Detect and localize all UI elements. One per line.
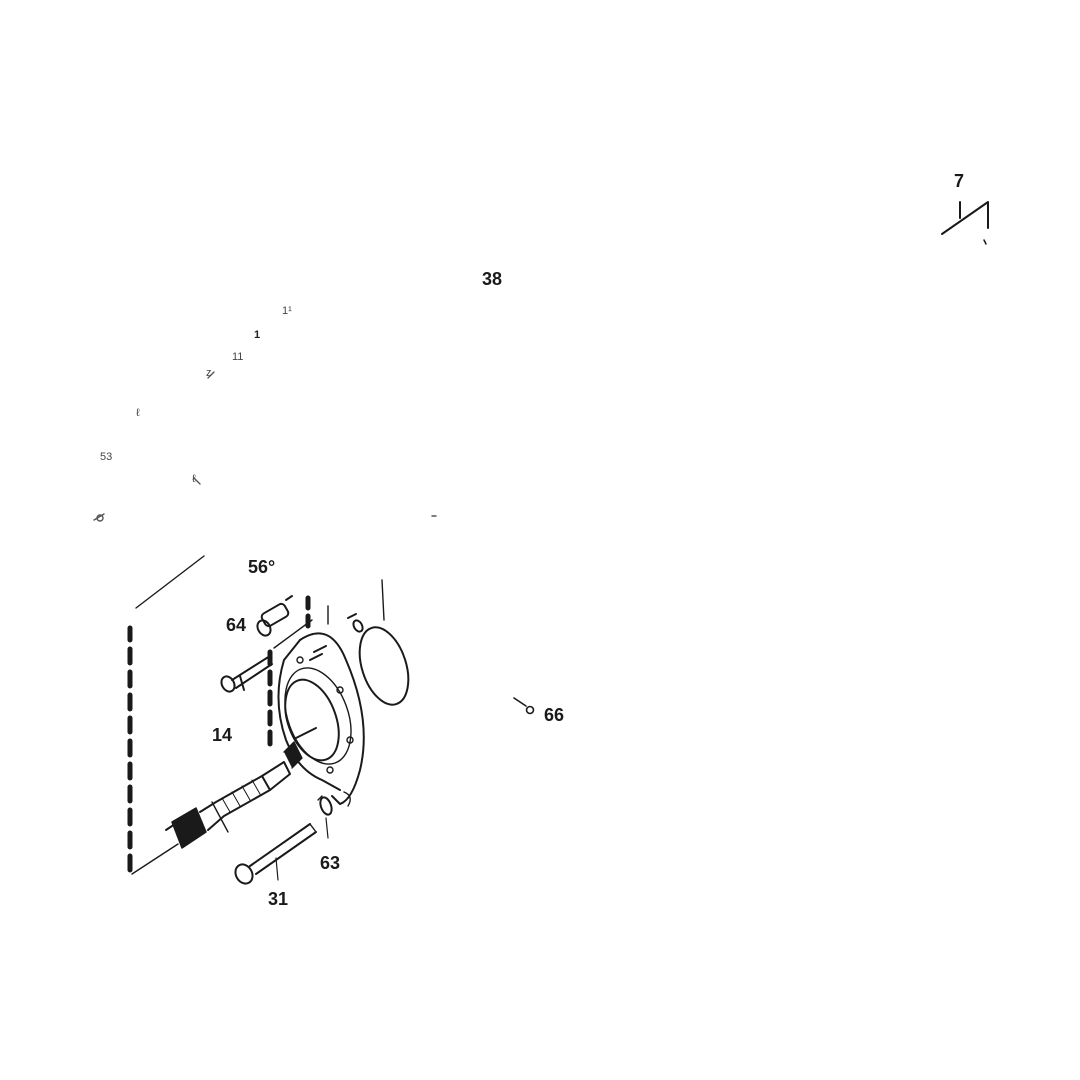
- part-66-fitting: [513, 697, 535, 715]
- callout-14: 14: [212, 725, 233, 745]
- cover-housing: [277, 579, 385, 807]
- assembly-frame-left: [127, 555, 205, 875]
- faint-marks: [93, 371, 437, 522]
- o-ring: [358, 626, 410, 706]
- part-64-screw: [220, 655, 273, 693]
- faint-callout-6: 53: [100, 451, 113, 463]
- callout-56: 56°: [248, 557, 276, 577]
- part-56-sleeve: [256, 595, 293, 637]
- callout-7: 7: [954, 171, 965, 191]
- faint-callout-2: 1: [254, 329, 261, 341]
- faint-callout-3: 11: [232, 351, 244, 363]
- callout-31: 31: [268, 889, 289, 909]
- part-31-bolt: [234, 823, 317, 885]
- assembly-frame-inner: [267, 595, 313, 747]
- part-14-shaft: [165, 727, 317, 849]
- callout-63: 63: [320, 853, 341, 873]
- part-7-bracket: [941, 201, 989, 245]
- faint-callout-5: ℓ: [136, 407, 140, 419]
- callout-64: 64: [226, 615, 247, 635]
- callout-38: 38: [482, 269, 503, 289]
- faint-callout-1: 1¹: [282, 305, 292, 317]
- faint-callout-4: z: [206, 367, 212, 379]
- callout-66: 66: [544, 705, 565, 725]
- faint-callout-7: ℓ: [192, 473, 196, 485]
- part-63-washer: [317, 795, 333, 839]
